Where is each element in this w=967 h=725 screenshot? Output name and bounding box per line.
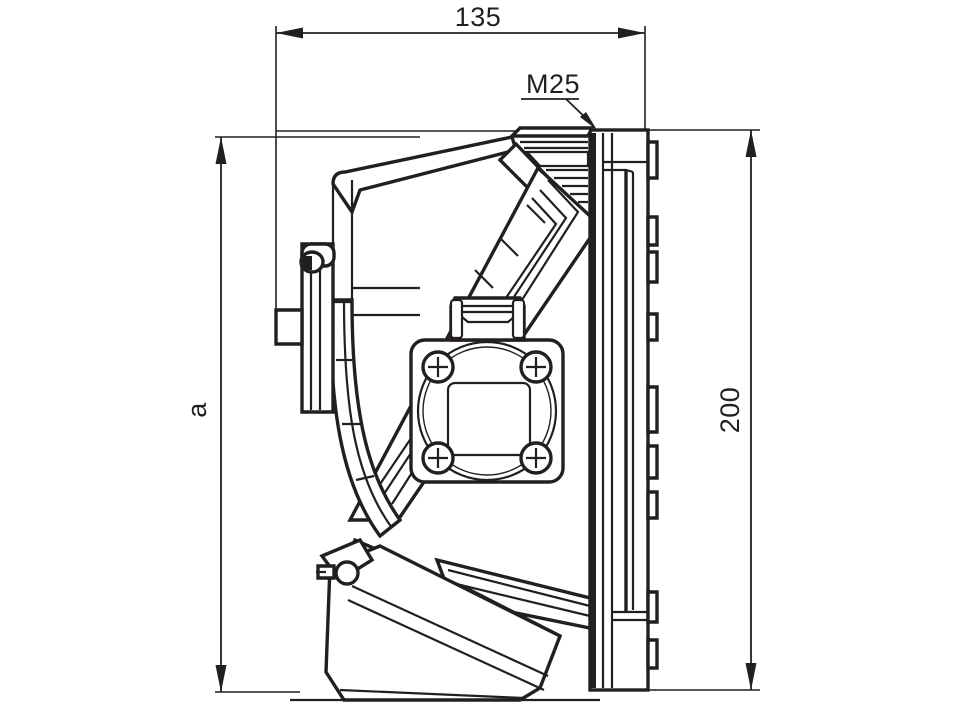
hinged-cover-flap	[316, 537, 563, 702]
gland-body	[524, 150, 590, 168]
screw-top-left	[421, 350, 455, 384]
arrowhead-top	[745, 130, 757, 157]
dimension-height-200: 200	[600, 129, 760, 691]
rail-fins	[646, 140, 659, 670]
socket-centre-aperture	[446, 381, 532, 457]
cable-gland-entry	[507, 126, 595, 204]
rail-fin-3	[646, 250, 659, 284]
rail-fin-8	[646, 590, 659, 624]
socket-lid-line-2	[452, 310, 524, 324]
lower-strut-line-2	[447, 580, 591, 618]
screw-bottom-right	[519, 441, 553, 475]
flap-lid-line-1	[351, 585, 549, 677]
flap-lid-body	[324, 544, 563, 702]
arrowhead-left	[276, 27, 303, 39]
dimension-label-a: a	[182, 402, 212, 418]
gland-top-face	[507, 126, 595, 138]
arrowhead-bottom	[215, 665, 227, 692]
rail-fin-9	[646, 638, 659, 670]
dimension-width-135: 135	[275, 2, 646, 320]
dimension-label-135: 135	[455, 2, 502, 32]
rail-fin-4	[646, 312, 659, 342]
arrowhead-bottom	[745, 663, 757, 690]
strut-notch-3	[474, 269, 494, 289]
socket-lid-right-rib	[511, 298, 526, 340]
rail-fin-2	[646, 215, 659, 247]
body-upper-outline	[331, 135, 513, 185]
mounting-rail-assembly	[588, 128, 659, 692]
dimension-height-a: a	[182, 136, 420, 693]
rail-shadow-band	[590, 133, 596, 688]
hinge-pin	[334, 560, 360, 586]
rail-top-pocket	[603, 168, 634, 174]
screw-top-right	[519, 350, 553, 384]
strut-notch-1	[526, 204, 546, 224]
strut-notch-2	[499, 237, 519, 257]
rail-backplate	[588, 128, 650, 692]
body-upper-shell	[331, 135, 519, 216]
part-geometry	[274, 126, 659, 702]
body-lower-curve-inner	[342, 299, 393, 529]
rail-fin-6	[646, 444, 659, 480]
callout-m25: M25	[521, 69, 597, 130]
socket-circular-recess-inner	[422, 346, 552, 476]
rail-fin-7	[646, 490, 659, 520]
bracket-pin-shadow	[302, 256, 312, 270]
body-lower-curve	[328, 298, 403, 539]
side-bracket	[274, 242, 336, 414]
rail-fin-1	[646, 140, 659, 180]
socket-circular-recess	[416, 340, 558, 482]
arrowhead-top	[215, 137, 227, 164]
flap-lid-line-3	[339, 688, 525, 700]
lower-strut-line-1	[447, 568, 591, 608]
dimension-label-200: 200	[715, 387, 745, 434]
socket-corner-screws	[421, 350, 553, 475]
socket-lid-left-rib	[449, 298, 464, 340]
callout-arrowhead	[580, 112, 597, 130]
curve-notch-3	[355, 474, 375, 482]
flap-lid-line-2	[347, 599, 545, 691]
schuko-socket-faceplate	[409, 296, 565, 484]
screw-bottom-left	[421, 441, 455, 475]
callout-label-m25: M25	[526, 69, 580, 99]
rail-fin-5	[646, 385, 659, 434]
bracket-lower-tab	[274, 308, 304, 346]
arrowhead-right	[618, 27, 645, 39]
